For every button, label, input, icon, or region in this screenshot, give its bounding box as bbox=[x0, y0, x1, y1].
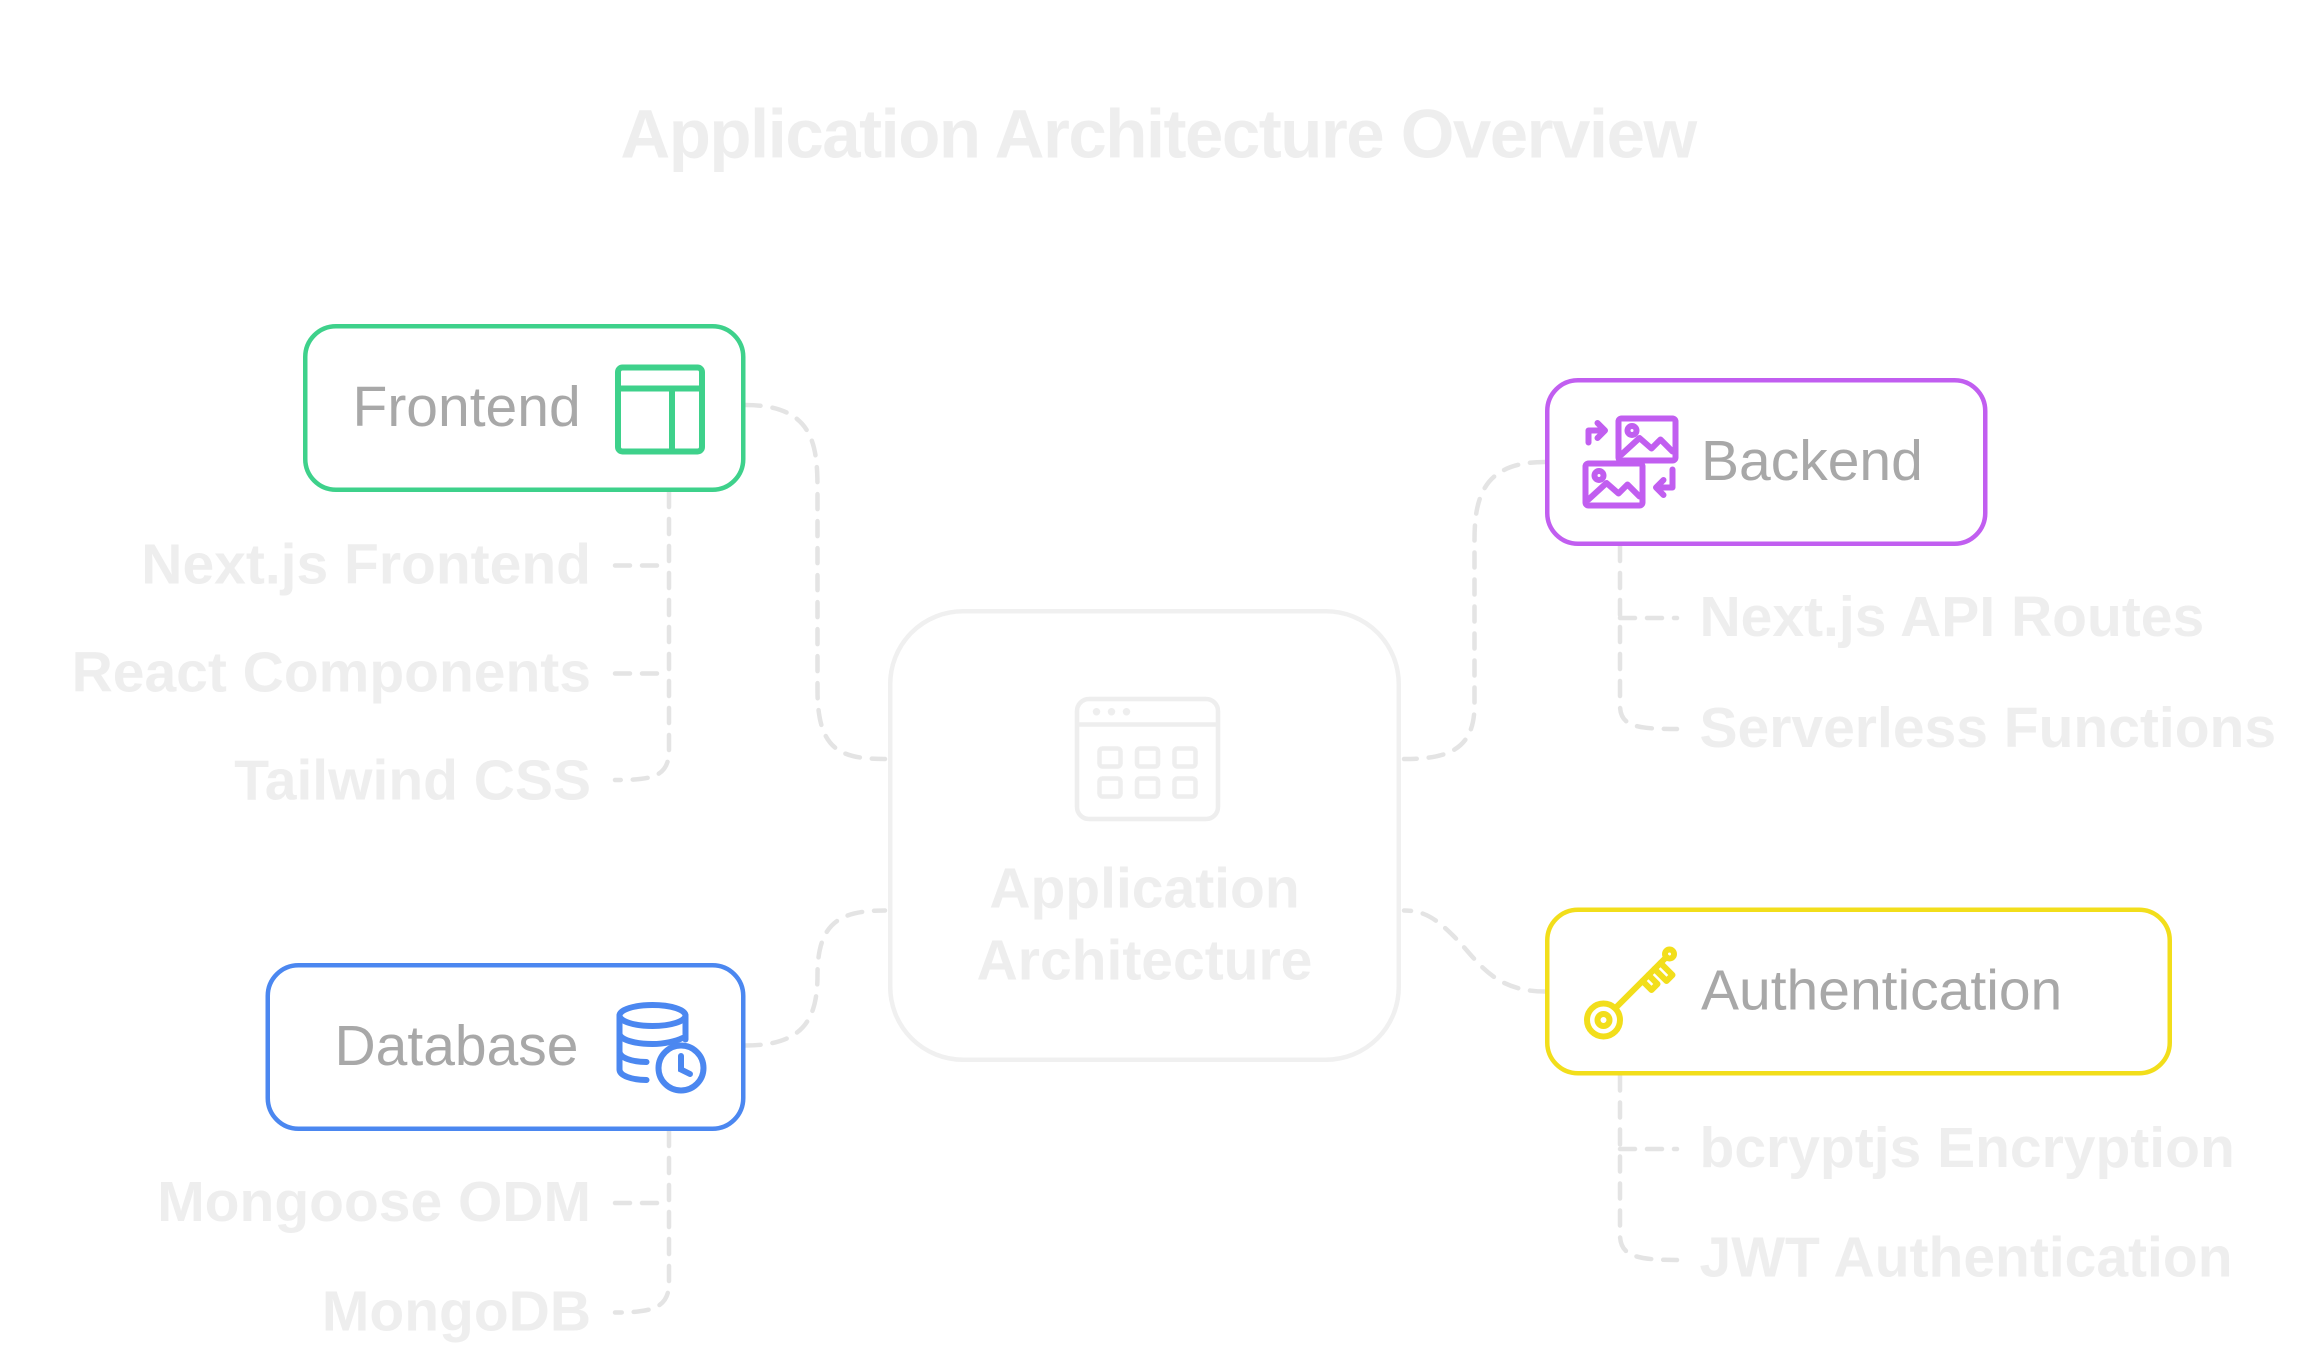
authentication-label: Authentication bbox=[1701, 959, 2063, 1023]
connector-auth-spine bbox=[1617, 1073, 1680, 1263]
database-item-2: MongoDB bbox=[321, 1281, 591, 1344]
frontend-item-3: Tailwind CSS bbox=[234, 750, 591, 813]
center-node: Application Architecture bbox=[888, 609, 1401, 1062]
connector-frontend-center bbox=[743, 402, 888, 762]
frontend-node: Frontend bbox=[303, 324, 746, 492]
layout-panel-icon bbox=[615, 364, 705, 455]
frontend-label: Frontend bbox=[352, 375, 581, 439]
backend-node: Backend bbox=[1545, 378, 1988, 546]
image-exchange-icon bbox=[1582, 415, 1679, 509]
database-item-1: Mongoose ODM bbox=[157, 1171, 591, 1235]
connector-backend-spine bbox=[1617, 543, 1680, 732]
connector-database-spine bbox=[612, 1128, 672, 1315]
authentication-item-1: bcryptjs Encryption bbox=[1699, 1117, 2235, 1181]
database-clock-icon bbox=[616, 1002, 707, 1094]
center-label-line-1: Application bbox=[989, 858, 1300, 921]
backend-item-1: Next.js API Routes bbox=[1699, 586, 2205, 650]
app-window-grid-icon bbox=[1074, 696, 1221, 822]
frontend-item-1: Next.js Frontend bbox=[141, 534, 591, 597]
center-label: Application Architecture bbox=[893, 854, 1397, 998]
diagram-title: Application Architecture Overview bbox=[620, 94, 1697, 173]
authentication-node: Authentication bbox=[1545, 907, 2172, 1076]
backend-item-2: Serverless Functions bbox=[1699, 697, 2277, 761]
connector-auth-center bbox=[1401, 908, 1548, 994]
connector-frontend-spine bbox=[612, 489, 672, 783]
connector-backend-center bbox=[1401, 459, 1548, 762]
center-label-line-2: Architecture bbox=[976, 930, 1313, 993]
database-label: Database bbox=[334, 1014, 579, 1078]
key-icon bbox=[1584, 946, 1677, 1040]
backend-label: Backend bbox=[1701, 429, 1923, 493]
authentication-item-2: JWT Authentication bbox=[1699, 1227, 2233, 1290]
connector-database-center bbox=[743, 908, 888, 1048]
frontend-item-2: React Components bbox=[71, 642, 591, 705]
database-node: Database bbox=[265, 963, 746, 1131]
